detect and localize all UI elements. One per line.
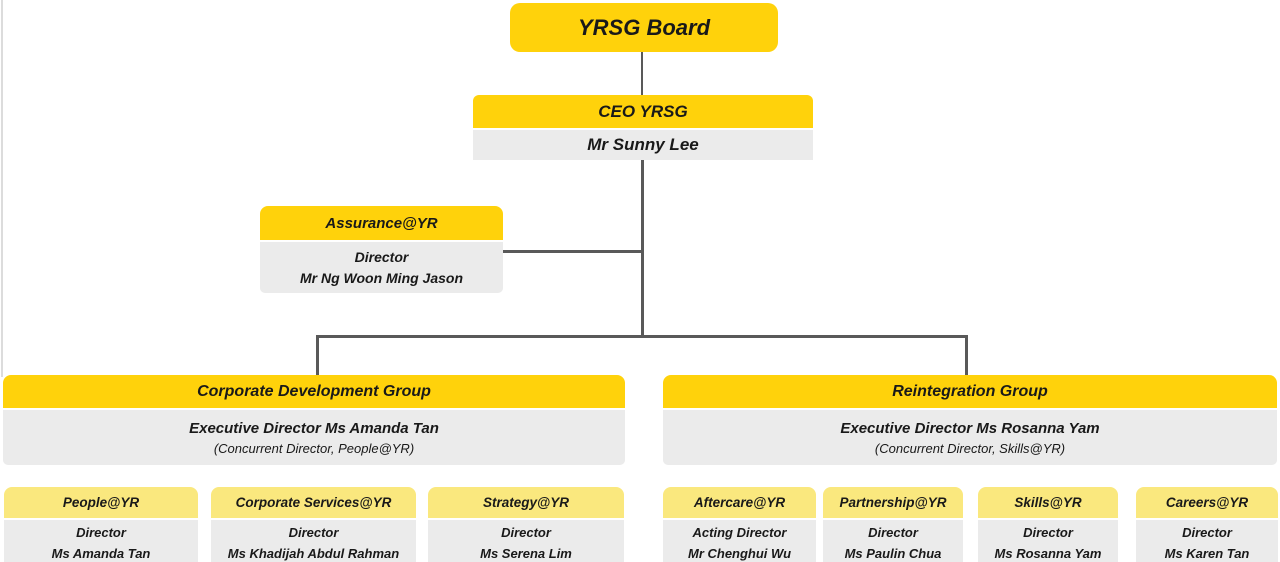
left-edge-line bbox=[1, 0, 3, 377]
group-cdg-note: (Concurrent Director, People@YR) bbox=[213, 440, 415, 456]
group-cdg-title: Corporate Development Group bbox=[3, 375, 625, 408]
dept-aftercare-name: Mr Chenghui Wu bbox=[687, 546, 792, 561]
assurance-role: Director bbox=[354, 248, 409, 265]
ceo-name: Mr Sunny Lee bbox=[473, 130, 813, 160]
dept-aftercare-title: Aftercare@YR bbox=[663, 487, 816, 518]
dept-strategy-role: Director bbox=[501, 525, 551, 540]
board-box: YRSG Board bbox=[510, 3, 778, 52]
dept-skills-role: Director bbox=[1023, 525, 1073, 540]
connector-drop-left bbox=[316, 335, 319, 375]
ceo-title: CEO YRSG bbox=[473, 95, 813, 128]
dept-strategy-title: Strategy@YR bbox=[428, 487, 624, 518]
dept-corpserv-title: Corporate Services@YR bbox=[211, 487, 416, 518]
dept-partnership-title: Partnership@YR bbox=[823, 487, 963, 518]
dept-corpserv-role: Director bbox=[288, 525, 339, 540]
dept-box-aftercare: Aftercare@YR Acting Director Mr Chenghui… bbox=[663, 487, 816, 562]
dept-strategy-name: Ms Serena Lim bbox=[480, 546, 572, 561]
dept-strategy-body: Director Ms Serena Lim bbox=[428, 520, 624, 562]
dept-box-strategy: Strategy@YR Director Ms Serena Lim bbox=[428, 487, 624, 562]
dept-partnership-role: Director bbox=[868, 525, 918, 540]
assurance-box: Assurance@YR Director Mr Ng Woon Ming Ja… bbox=[260, 206, 503, 293]
dept-box-skills: Skills@YR Director Ms Rosanna Yam bbox=[978, 487, 1118, 562]
dept-corpserv-name: Ms Khadijah Abdul Rahman bbox=[227, 546, 400, 561]
assurance-body: Director Mr Ng Woon Ming Jason bbox=[260, 242, 503, 293]
dept-partnership-name: Ms Paulin Chua bbox=[844, 546, 942, 561]
dept-box-careers: Careers@YR Director Ms Karen Tan bbox=[1136, 487, 1278, 562]
dept-careers-title: Careers@YR bbox=[1136, 487, 1278, 518]
group-box-reintegration: Reintegration Group Executive Director M… bbox=[663, 375, 1277, 465]
dept-careers-body: Director Ms Karen Tan bbox=[1136, 520, 1278, 562]
assurance-title: Assurance@YR bbox=[260, 206, 503, 240]
connector-drop-right bbox=[965, 335, 968, 375]
group-rg-note: (Concurrent Director, Skills@YR) bbox=[874, 440, 1066, 456]
ceo-box: CEO YRSG Mr Sunny Lee bbox=[473, 95, 813, 160]
dept-people-role: Director bbox=[76, 525, 126, 540]
connector-branch-horizontal bbox=[316, 335, 968, 338]
connector-ceo-trunk bbox=[641, 160, 644, 338]
group-cdg-body: Executive Director Ms Amanda Tan (Concur… bbox=[3, 410, 625, 465]
dept-people-body: Director Ms Amanda Tan bbox=[4, 520, 198, 562]
dept-people-title: People@YR bbox=[4, 487, 198, 518]
dept-careers-role: Director bbox=[1182, 525, 1232, 540]
dept-aftercare-role: Acting Director bbox=[692, 525, 787, 540]
dept-skills-title: Skills@YR bbox=[978, 487, 1118, 518]
assurance-name: Mr Ng Woon Ming Jason bbox=[299, 269, 464, 286]
dept-box-corporate-services: Corporate Services@YR Director Ms Khadij… bbox=[211, 487, 416, 562]
dept-partnership-body: Director Ms Paulin Chua bbox=[823, 520, 963, 562]
dept-corpserv-body: Director Ms Khadijah Abdul Rahman bbox=[211, 520, 416, 562]
dept-people-name: Ms Amanda Tan bbox=[51, 546, 151, 561]
board-title: YRSG Board bbox=[577, 14, 711, 40]
dept-box-people: People@YR Director Ms Amanda Tan bbox=[4, 487, 198, 562]
group-rg-role-line: Executive Director Ms Rosanna Yam bbox=[840, 419, 1100, 437]
dept-aftercare-body: Acting Director Mr Chenghui Wu bbox=[663, 520, 816, 562]
group-rg-title: Reintegration Group bbox=[663, 375, 1277, 408]
dept-skills-name: Ms Rosanna Yam bbox=[994, 546, 1102, 561]
dept-skills-body: Director Ms Rosanna Yam bbox=[978, 520, 1118, 562]
dept-careers-name: Ms Karen Tan bbox=[1164, 546, 1250, 561]
group-box-corporate-development: Corporate Development Group Executive Di… bbox=[3, 375, 625, 465]
connector-assurance bbox=[503, 250, 643, 253]
connector-board-to-ceo bbox=[641, 52, 643, 95]
dept-box-partnership: Partnership@YR Director Ms Paulin Chua bbox=[823, 487, 963, 562]
group-cdg-role-line: Executive Director Ms Amanda Tan bbox=[189, 419, 439, 437]
group-rg-body: Executive Director Ms Rosanna Yam (Concu… bbox=[663, 410, 1277, 465]
